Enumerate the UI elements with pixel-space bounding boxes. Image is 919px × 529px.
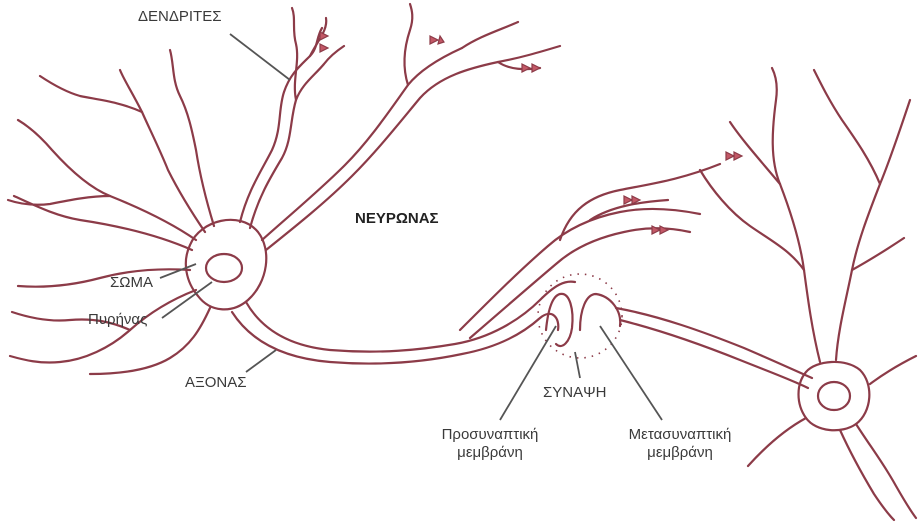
right-dendrite-d [814, 70, 880, 184]
receiving-dendrite-mid2 [616, 308, 812, 378]
dendrite-trunk-1b [250, 46, 344, 228]
right-dendrite-right [870, 356, 916, 384]
right-nucleus [818, 382, 850, 410]
label-dendrites: ΔΕΝΔΡΙΤΕΣ [138, 8, 222, 26]
receiving-dendrite-mid [620, 320, 808, 388]
synapse-leader [575, 352, 580, 378]
terminal-knob [726, 152, 734, 160]
right-dendrite-b [772, 68, 820, 362]
label-postsynaptic-line2: μεμβράνη [610, 444, 750, 462]
terminal-knob [660, 226, 668, 234]
label-neuron: ΝΕΥΡΩΝΑΣ [355, 210, 439, 228]
terminal-knob [624, 196, 632, 204]
axon-upper [246, 282, 575, 352]
postsynaptic-leader [600, 326, 662, 420]
dendrite-branch-top-a [292, 8, 297, 100]
soma-leader [160, 264, 196, 278]
label-postsynaptic: Μετασυναπτική μεμβράνη [610, 426, 750, 462]
dendrite-lower-1 [18, 269, 190, 286]
postsynaptic-terminal [580, 294, 620, 330]
terminal-knob [532, 64, 540, 72]
dendrite-left-1b [170, 50, 214, 226]
dendrite-trunk-1 [240, 28, 322, 222]
axon-leader [246, 350, 276, 372]
terminal-knobs [320, 32, 742, 234]
right-dendrite-a [836, 100, 910, 360]
dendrite-left-2 [18, 120, 196, 240]
label-axon: ΑΞΟΝΑΣ [185, 374, 247, 392]
terminal-knob [438, 36, 444, 44]
right-dendrite-lower [856, 424, 916, 518]
left-nucleus [206, 254, 242, 282]
dendrites-leader [230, 34, 290, 80]
label-postsynaptic-line1: Μετασυναπτική [610, 426, 750, 444]
axon-lower [232, 312, 558, 364]
label-presynaptic-line2: μεμβράνη [425, 444, 555, 462]
label-synapse: ΣΥΝΑΨΗ [543, 384, 606, 402]
label-presynaptic-line1: Προσυναπτική [425, 426, 555, 444]
terminal-knob [430, 36, 438, 44]
terminal-knob [320, 44, 328, 52]
terminal-knob [522, 64, 530, 72]
synapse-region [538, 274, 622, 358]
presynaptic-terminal [546, 294, 573, 346]
left-soma-outline [186, 220, 266, 310]
receiving-dendrite-upper [460, 209, 700, 330]
dendrite-branch-2c [404, 4, 412, 85]
nucleus-leader [162, 282, 212, 318]
right-soma-outline [799, 362, 870, 430]
label-soma: ΣΩΜΑ [110, 274, 153, 292]
right-dendrite-lower2 [840, 430, 894, 520]
label-presynaptic: Προσυναπτική μεμβράνη [425, 426, 555, 462]
label-nucleus: Πυρήνας [88, 311, 147, 329]
terminal-knob [734, 152, 742, 160]
dendrite-left-1 [120, 70, 205, 232]
right-dendrite-left [748, 418, 806, 466]
right-dendrite-c [700, 170, 804, 270]
dendrite-branch-2d [462, 22, 518, 48]
